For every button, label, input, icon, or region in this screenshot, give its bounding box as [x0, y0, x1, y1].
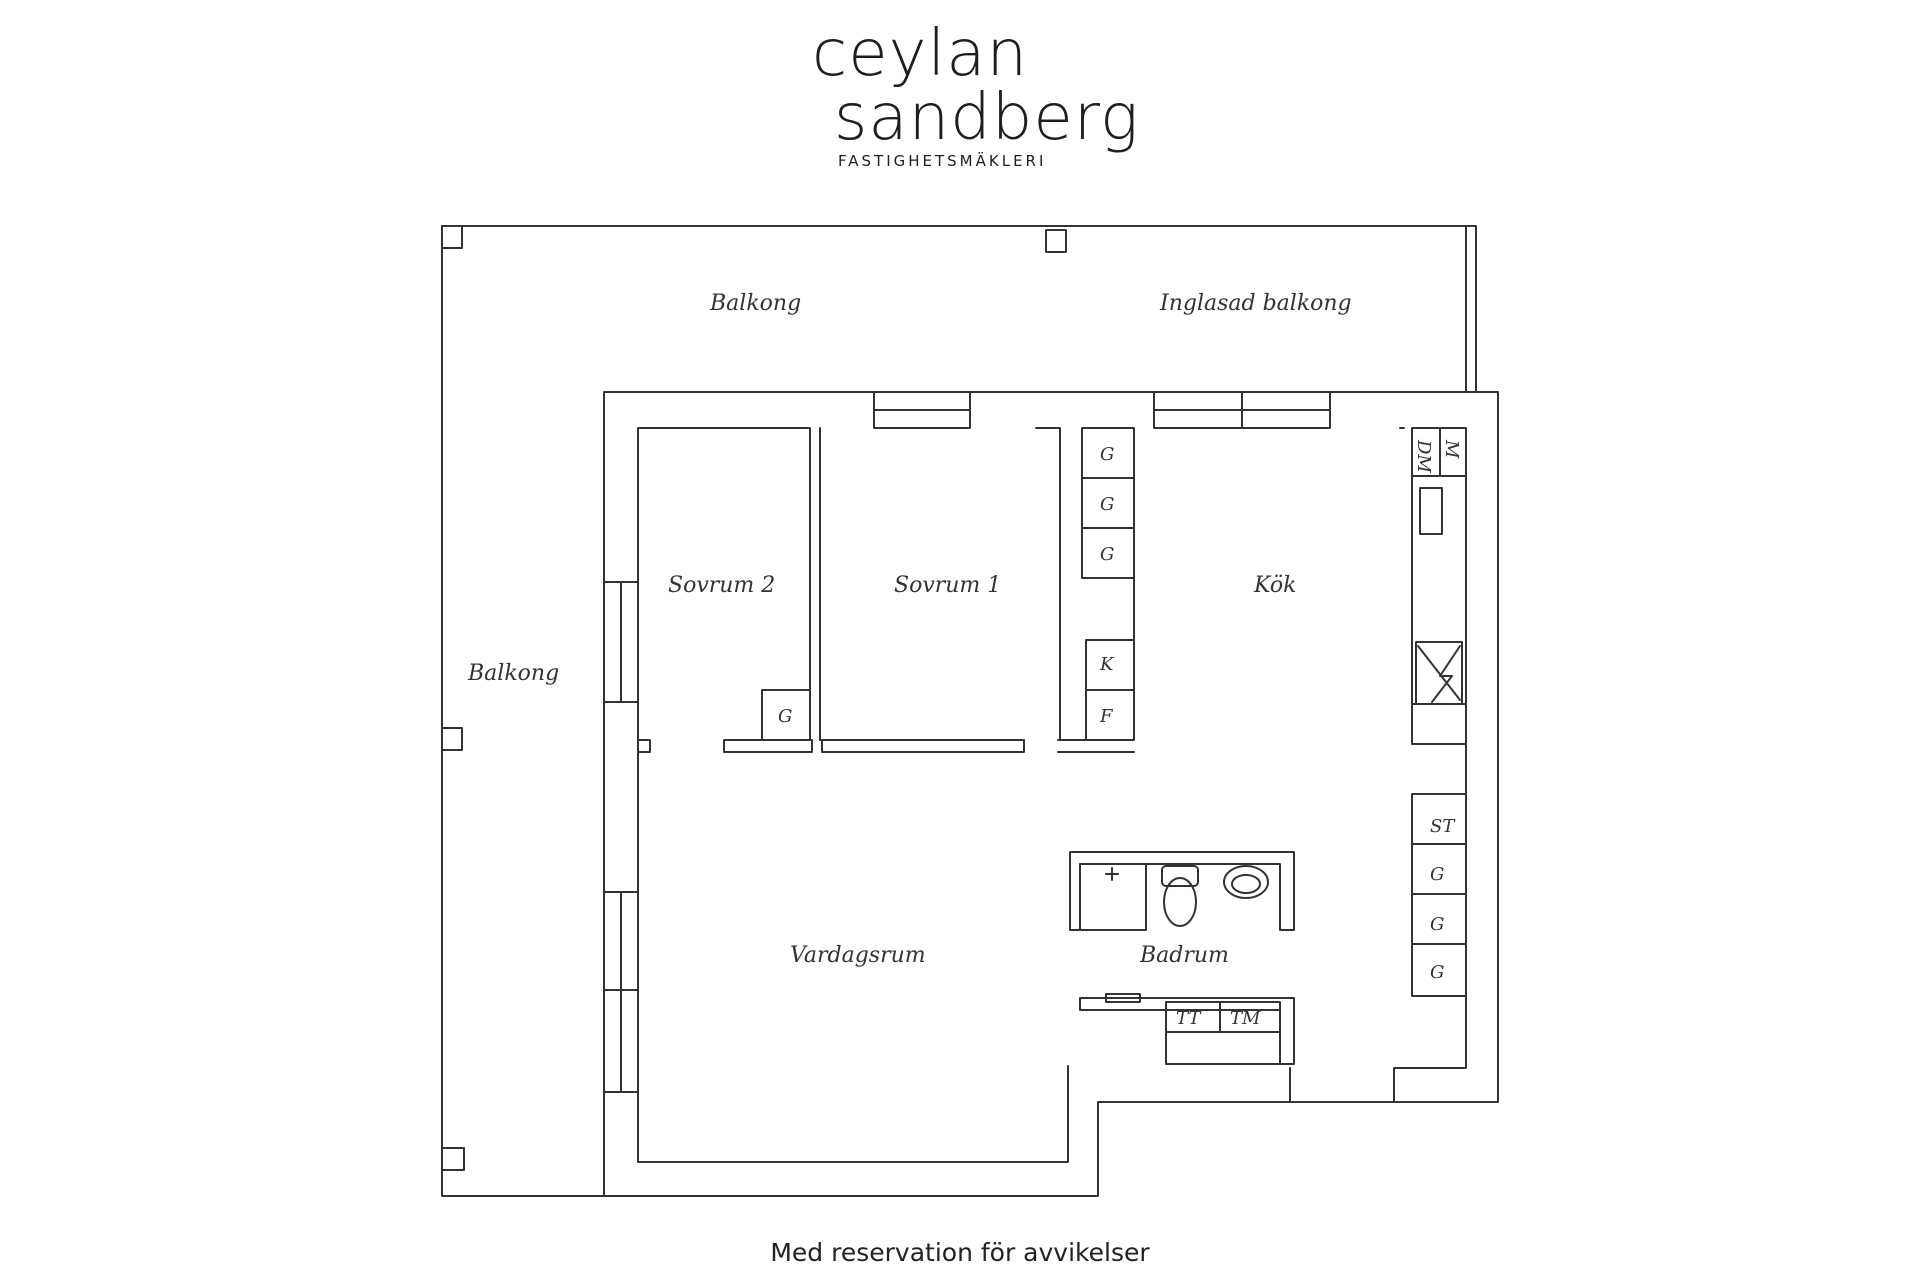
- windows: [603, 391, 1331, 1093]
- bathroom: [1069, 851, 1295, 1065]
- label-microwave: M: [1441, 439, 1462, 459]
- label-wardrobe: G: [1430, 962, 1444, 983]
- outer-walls: [603, 391, 1499, 1197]
- balcony-outline: [441, 225, 1477, 1197]
- balcony-post: [441, 225, 463, 249]
- stove-icon: [1417, 645, 1461, 703]
- label-inglasad-balkong: Inglasad balkong: [1159, 291, 1352, 316]
- label-balkong-top: Balkong: [709, 291, 801, 316]
- logo-wordmark-line2: sandberg: [834, 81, 1140, 155]
- toilet-tank: [1161, 865, 1199, 887]
- wall-stub: [637, 739, 651, 753]
- storage-right: [1411, 793, 1467, 997]
- label-wardrobe: G: [1430, 914, 1444, 935]
- logo-wordmark-line1: ceylan: [812, 17, 1028, 91]
- label-sovrum-1: Sovrum 1: [894, 573, 1001, 598]
- label-freezer: F: [1099, 706, 1114, 727]
- label-badrum: Badrum: [1139, 943, 1229, 968]
- shower: [1079, 863, 1147, 931]
- towel-rail: [1105, 993, 1141, 1003]
- balcony-post: [1045, 229, 1067, 253]
- wardrobes-hall: [1081, 427, 1135, 741]
- balcony-post: [441, 727, 463, 751]
- logo-subtitle: FASTIGHETSMÄKLERI: [838, 152, 1047, 170]
- label-balkong-left: Balkong: [467, 661, 559, 686]
- label-dishwasher: DM: [1413, 439, 1434, 473]
- label-vardagsrum: Vardagsrum: [790, 943, 926, 968]
- label-wardrobe: G: [1100, 444, 1114, 465]
- sink: [1419, 487, 1443, 535]
- label-wardrobe: G: [1100, 494, 1114, 515]
- label-sovrum-2: Sovrum 2: [668, 573, 775, 598]
- label-kok: Kök: [1253, 573, 1296, 598]
- label-wardrobe: G: [778, 706, 792, 727]
- label-wardrobe: G: [1100, 544, 1114, 565]
- kitchen-counter: [1411, 427, 1467, 745]
- label-washing-machine: TM: [1230, 1008, 1261, 1029]
- disclaimer-text: Med reservation för avvikelser: [770, 1238, 1150, 1267]
- label-tumble-dryer: TT: [1176, 1008, 1202, 1029]
- company-logo: ceylan sandberg FASTIGHETSMÄKLERI: [0, 0, 1920, 200]
- shower-head-icon: [1105, 867, 1119, 881]
- toilet-bowl: [1163, 877, 1197, 927]
- label-fridge: K: [1099, 654, 1115, 675]
- wardrobe-sovrum2: [761, 689, 811, 741]
- label-storage: ST: [1430, 816, 1456, 837]
- label-wardrobe: G: [1430, 864, 1444, 885]
- washbasin: [1223, 865, 1269, 899]
- balcony-post: [441, 1147, 465, 1171]
